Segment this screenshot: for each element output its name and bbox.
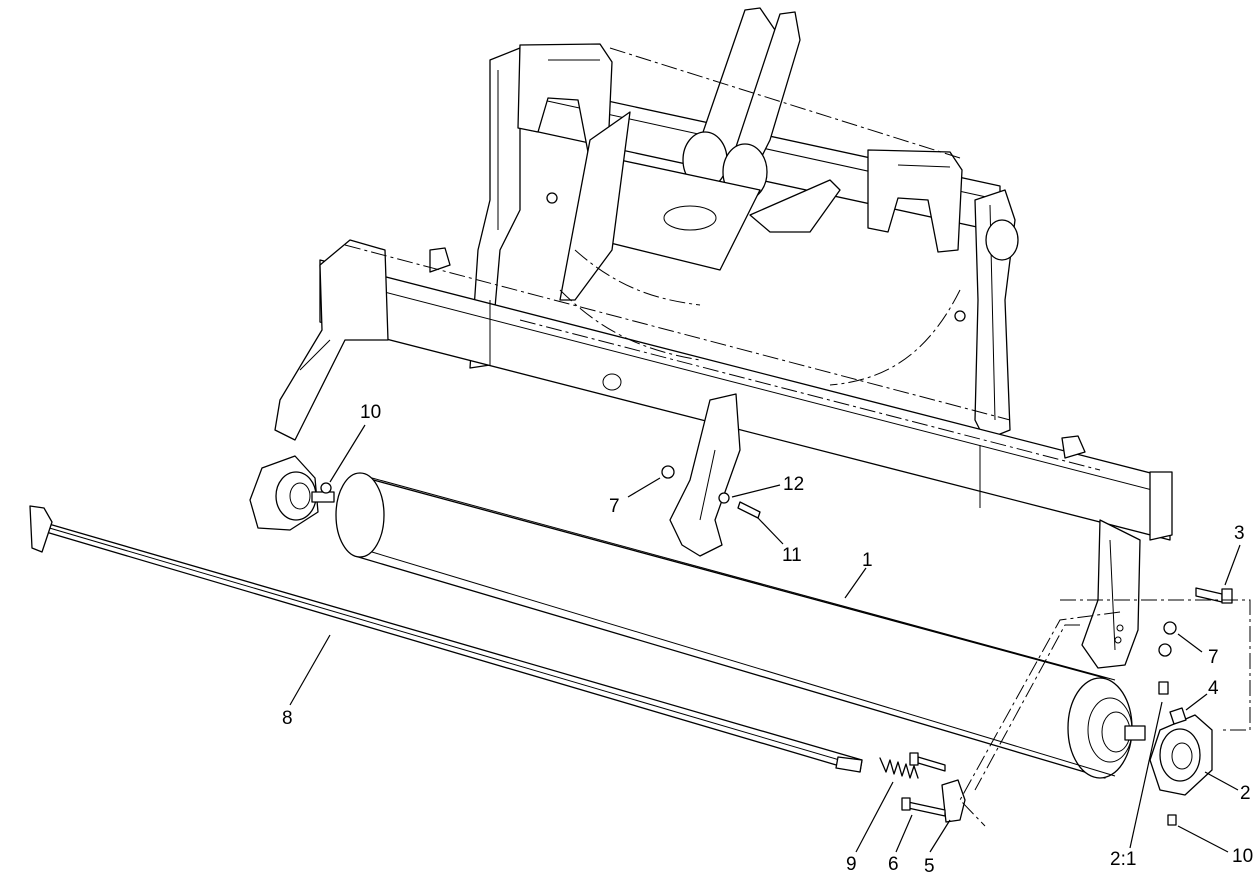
callout-8: 8 [282,708,293,729]
callout-10-left: 10 [360,402,381,423]
main-frame [274,7,1173,669]
callout-4: 4 [1208,678,1219,699]
callout-3: 3 [1234,523,1245,544]
callout-7-left: 7 [609,496,620,517]
spring [879,757,919,779]
roller-tube [335,472,1146,779]
callout-1: 1 [862,550,873,571]
callout-5: 5 [924,856,935,877]
callout-11: 11 [782,545,802,566]
callout-2-1: 2:1 [1110,849,1136,870]
loose-clip-part [29,505,53,553]
bolts [737,501,1233,817]
callout-12: 12 [783,474,804,495]
callout-2: 2 [1240,783,1251,804]
left-bearing-flange [249,455,335,531]
callout-7-right: 7 [1208,647,1219,668]
callout-10-right: 10 [1232,846,1253,867]
callout-6: 6 [888,854,899,875]
callout-9: 9 [846,854,857,875]
phantom-lines [959,599,1251,827]
leader-lines [289,424,1241,853]
grease-fittings [1158,681,1177,826]
callout-labels: 1 2 2:1 3 4 5 6 7 7 8 9 10 10 11 12 [282,402,1253,877]
right-bearing-flange [1149,714,1213,796]
nuts [320,192,1187,725]
